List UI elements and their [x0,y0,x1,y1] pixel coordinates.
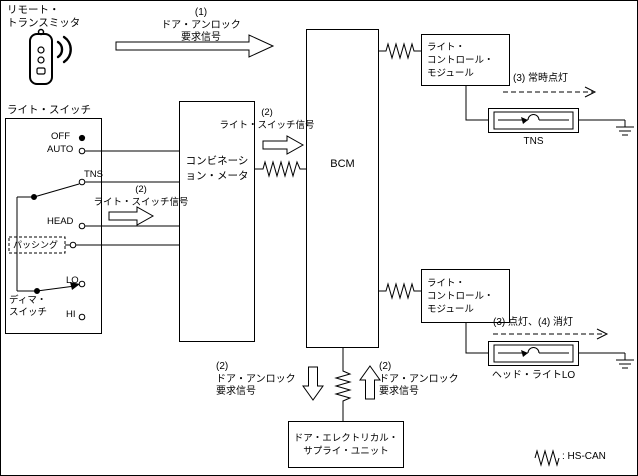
switch-lo-label: LO [66,275,79,286]
hs-can-symbol-meter [255,160,306,178]
light-control-module-bottom-box: ライト・ コントロール・ モジュール [421,269,510,323]
light-control-module-top-box: ライト・ コントロール・ モジュール [421,34,510,86]
light-switch-contacts [8,134,86,321]
remote-transmitter-label: リモート・ トランスミッタ [7,4,81,29]
bcm-label: BCM [330,158,355,170]
tns-lamp-label: TNS [523,136,544,147]
switch-head-label: HEAD [47,216,74,227]
door-unlock-signal-label: (1) ドア・アンロック 要求信号 [161,7,241,43]
door-electrical-supply-label: ドア・エレクトリカル・ サプライ・ユニット [293,432,399,457]
door-electrical-supply-box: ドア・エレクトリカル・ サプライ・ユニット [288,421,404,468]
always-on-label: (3) 常時点灯 [513,73,568,84]
door-unlock-signal-arrow [115,34,275,58]
radio-waves-icon [56,35,72,64]
light-switch-signal-label-left: (2) ライト・スイッチ信号 [93,184,189,208]
light-switch-signal-label-top: (2) ライト・スイッチ信号 [219,107,315,131]
headlight-lo-lamp-box [488,341,579,366]
module-to-tns-wire [465,86,488,121]
key-fob-icon [29,28,53,85]
combination-meter-label: コンビネーシ ョン・メータ [185,155,249,182]
hs-can-symbol-module-bottom [379,282,421,300]
dimmer-switch-label: ディマ・ スイッチ [9,295,48,318]
hs-can-symbol-door-unit [334,348,352,421]
switch-auto-label: AUTO [47,144,74,155]
switch-passing-label: パッシング [13,240,59,250]
unlock-request-label-left: (2) ドア・アンロック 要求信号 [216,361,296,397]
hs-can-legend-label: : HS-CAN [562,451,606,462]
module-to-headlight-wire [465,323,488,354]
unlock-request-up-arrow [359,365,381,400]
hs-can-symbol-legend [534,449,560,467]
switch-tns-label: TNS [84,169,103,180]
light-switch-signal-arrow-left [108,206,155,226]
light-control-module-bottom-label: ライト・ コントロール・ モジュール [427,277,494,315]
switch-to-meter-wires [76,150,179,246]
switch-off-label: OFF [51,131,70,142]
on-off-label: (3) 点灯、(4) 消灯 [493,317,573,328]
light-control-module-top-label: ライト・ コントロール・ モジュール [427,41,494,79]
hs-can-symbol-module-top [379,42,421,60]
switch-hi-label: HI [66,309,76,320]
unlock-request-label-right: (2) ドア・アンロック 要求信号 [379,361,459,397]
headlight-lo-lamp-icon [493,344,574,363]
unlock-request-down-arrow [302,366,324,401]
light-switch-title: ライト・スイッチ [7,104,91,116]
light-switch-signal-arrow-top [262,135,305,155]
tns-lamp-box [488,108,579,133]
headlight-dashed-arrow [493,328,609,340]
tns-lamp-icon [493,111,574,130]
ground-icon-bottom [579,352,634,369]
combination-meter-box: コンビネーシ ョン・メータ [179,101,255,342]
light-switch-box [5,118,102,334]
always-on-dashed-arrow [503,86,597,98]
headlight-lo-label: ヘッド・ライトLO [491,370,576,381]
ground-icon-top [579,119,634,136]
bcm-box: BCM [306,29,379,348]
